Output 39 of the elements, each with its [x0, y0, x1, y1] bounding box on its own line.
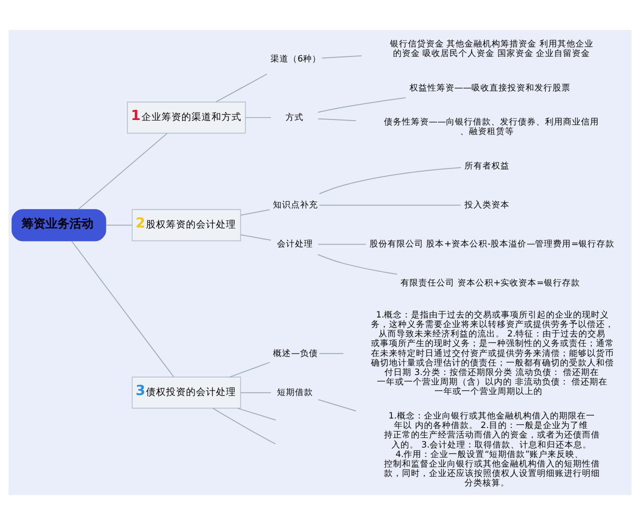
- connector: [318, 243, 366, 244]
- node-text: 概述—负债: [273, 348, 318, 358]
- node-text: 股份有限公司 股本+资本公积-股本溢价—管理费用=银行存款: [369, 238, 614, 249]
- connector: [240, 208, 270, 216]
- node-text: 知识点补充: [273, 200, 318, 210]
- connector: [216, 73, 268, 102]
- node-text: 渠道（6种）: [270, 54, 322, 64]
- node-text: 所有者权益: [464, 160, 510, 171]
- node-text: 银行信贷资金 其他金融机构筹措资金 利用其他企业的资金 吸收居民个人资金 国家资金 企业自留资金: [390, 38, 594, 59]
- connector: [318, 254, 398, 274]
- node-box: 2 股权筹资的会计处理: [132, 208, 242, 241]
- node-text: 方式: [286, 112, 304, 122]
- connector: [212, 407, 276, 444]
- connector: [318, 96, 406, 112]
- node-box: 筹资业务活动: [12, 208, 106, 241]
- node-text: 权益性筹资——吸收直接投资和发行股票: [409, 82, 571, 93]
- node-box: 1 企业筹资的渠道和方式: [126, 101, 246, 134]
- node-text: 债务性筹资——向银行借款、发行债券、利用商业信用、融资租赁等: [384, 117, 600, 137]
- node-text: 投入类资本: [464, 200, 510, 210]
- connector: [240, 392, 272, 393]
- node-text: 短期借款: [277, 387, 314, 398]
- connector: [78, 132, 168, 210]
- node-text: 1.概念：企业向银行或其他金融机构借入的期限在一年以 内的各种借款。 2.目的：一般是企业为了维持正常的生产经营活动而借入的资金，或者为还债而借入的。 3.会计处理：取得借款、计息和归还本息。 4.作用：企业一般设置“短期借款”账户来反映、控制和监督企业向银行或其他金融机构借入的短期性借款，同时，企业还应该按照债权人设置明细账进行明细分类核算。: [384, 411, 600, 488]
- connector: [240, 234, 272, 240]
- connector: [322, 54, 362, 58]
- connector: [245, 116, 272, 118]
- connector: [318, 398, 356, 411]
- connector: [318, 352, 344, 354]
- connector: [71, 240, 174, 377]
- node-text: 有限责任公司 资本公积+实收资本=银行存款: [400, 278, 580, 288]
- connector: [318, 118, 356, 121]
- node-box: 3债权投资的会计处理: [132, 376, 242, 408]
- connector: [318, 204, 462, 206]
- node-text: 1.概念：是指由于过去的交易或事项所引起的企业的现时义务，这种义务需要企业将来以转移资产或提供劳务予以偿还，从而导致未来经济利益的流出。 2.特征：由于过去的交易或事项所产生的现时义务；是一种强制性的义务或责任；通常在未来特定时日通过交付资产或提供劳务来清偿；能够以货币确切地计量或合理估计的债责任；一般都有确切的受款人和偿付日期 3.分类：按偿还期限分类 流动负债： 偿还期在一年或一个营业周期（含）以内的 非流动负债： 偿还期在一年或一个营业周期以上的: [371, 310, 614, 396]
- connector: [237, 407, 276, 420]
- node-text: 会计处理: [277, 238, 314, 249]
- connector: [318, 166, 462, 194]
- connector: [105, 224, 133, 226]
- connector: [229, 361, 270, 377]
